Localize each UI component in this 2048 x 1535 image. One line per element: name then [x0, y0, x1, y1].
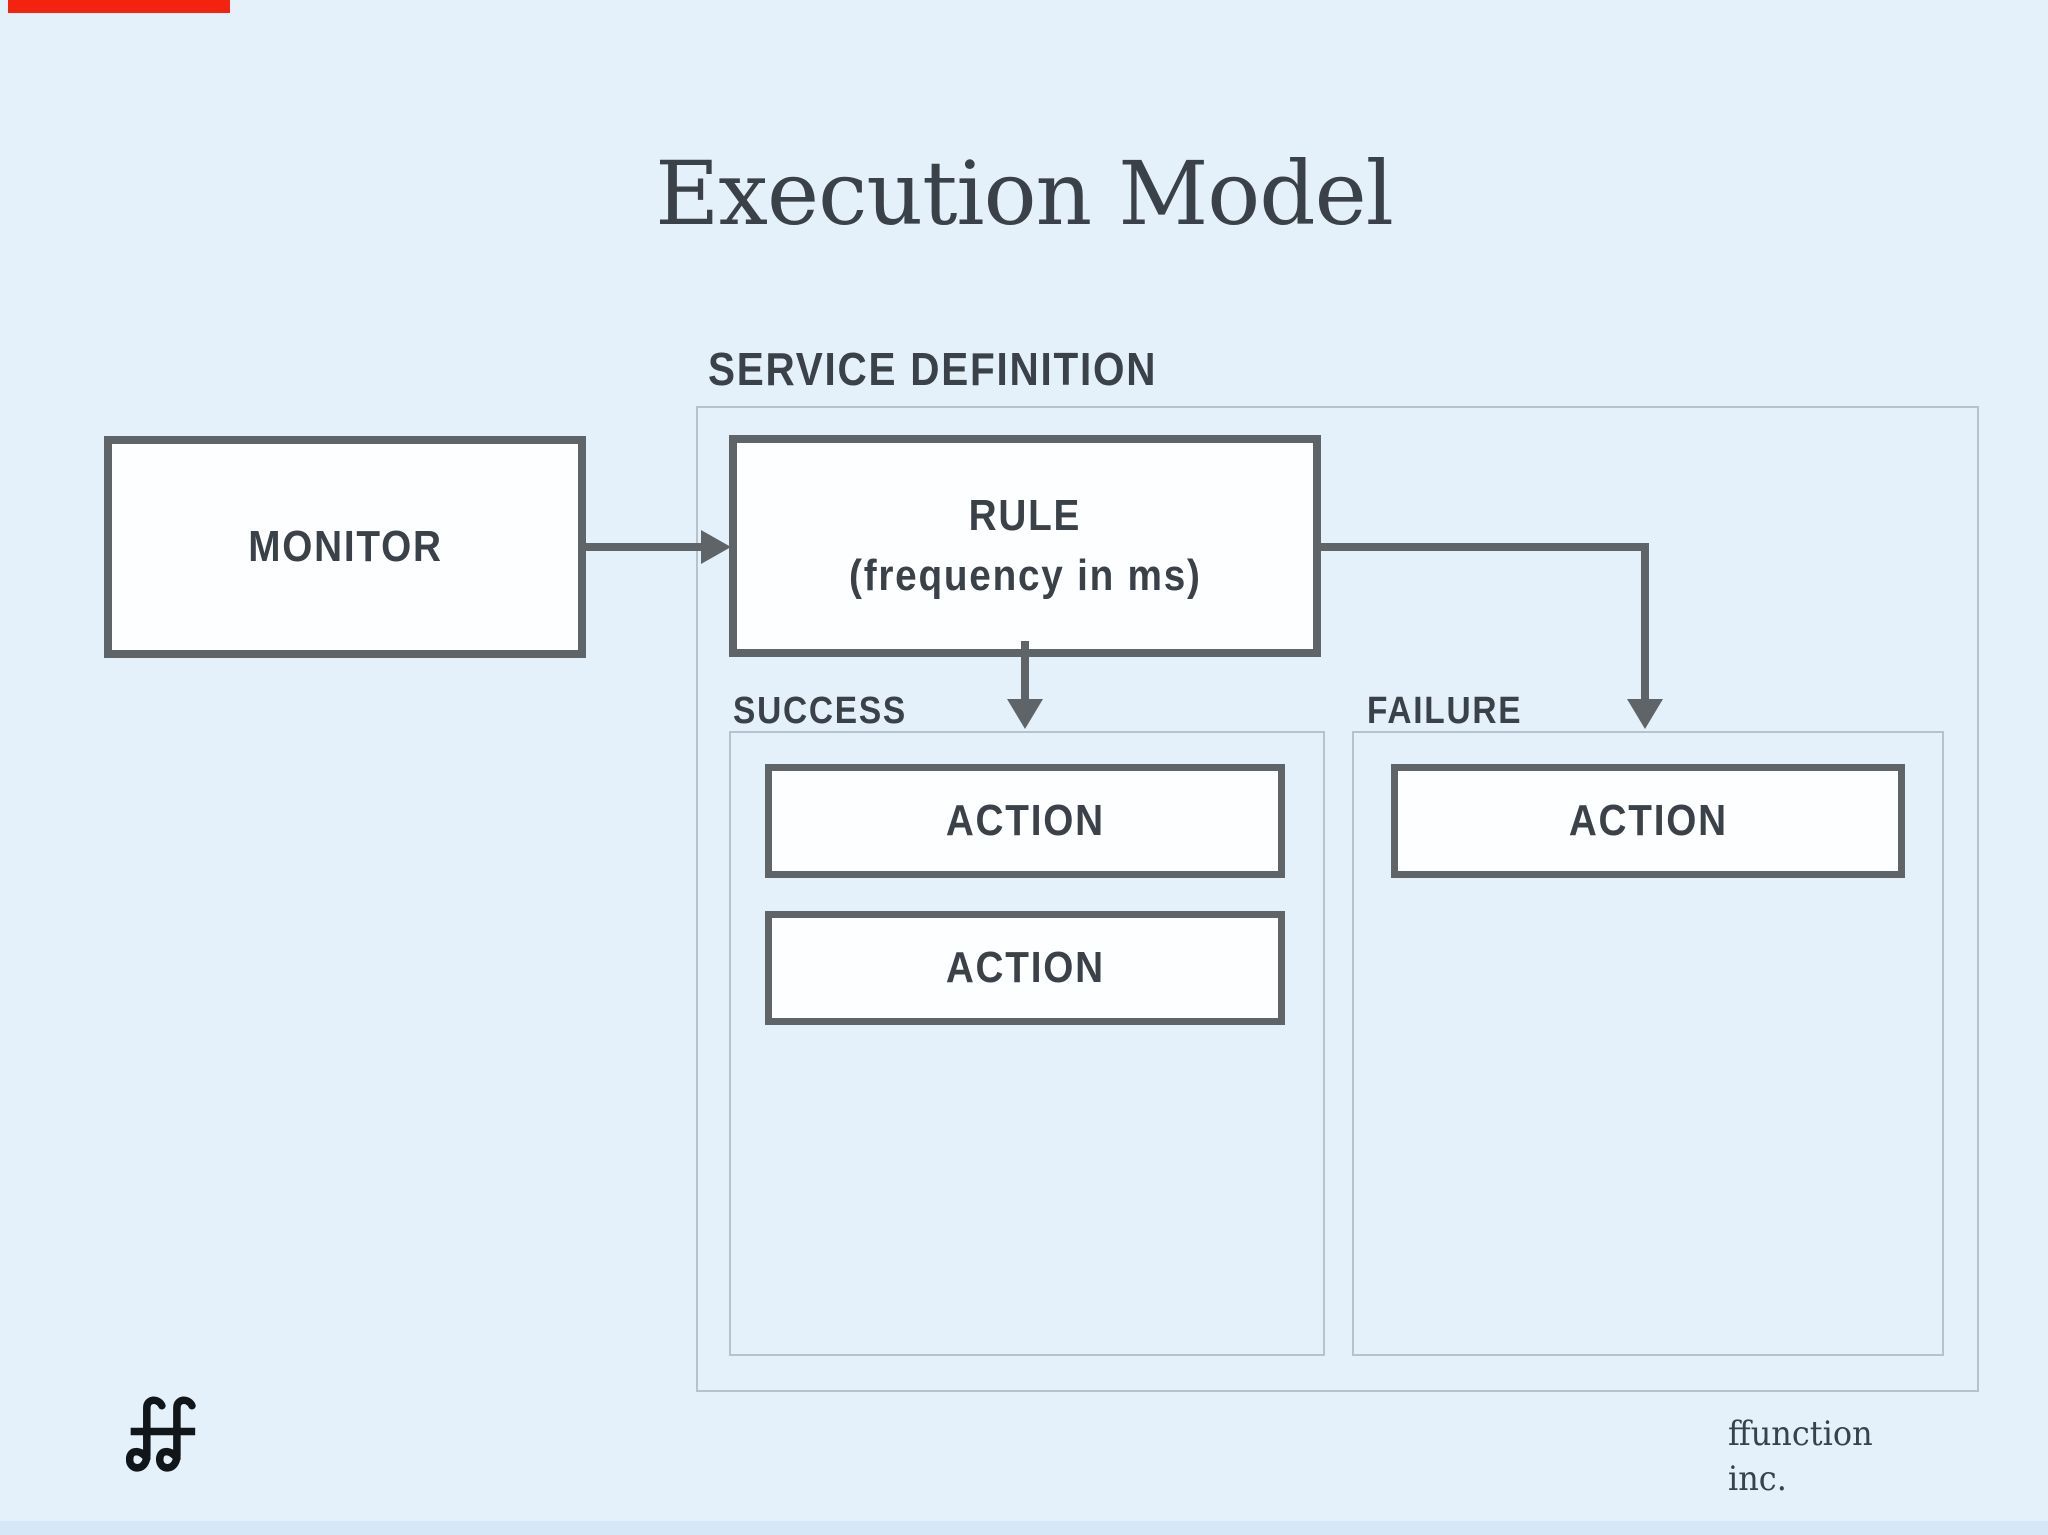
- arrow-line: [586, 543, 706, 551]
- success-container: [729, 731, 1325, 1356]
- arrow-line: [1641, 543, 1649, 701]
- arrow-head-right-icon: [701, 530, 731, 564]
- action-label: ACTION: [945, 796, 1105, 845]
- arrow-line: [1321, 543, 1649, 551]
- bottom-strip: [0, 1521, 2048, 1535]
- monitor-box: MONITOR: [104, 436, 586, 658]
- rule-box: RULE (frequency in ms): [729, 435, 1321, 657]
- action-label: ACTION: [945, 943, 1105, 992]
- monitor-label: MONITOR: [247, 522, 443, 571]
- footer-company-line2: inc.: [1728, 1459, 1787, 1499]
- success-action-box-1: ACTION: [765, 764, 1285, 878]
- arrow-line: [1021, 641, 1029, 701]
- rule-label: RULE: [968, 491, 1082, 540]
- service-definition-label: SERVICE DEFINITION: [708, 343, 1158, 395]
- rule-sublabel: (frequency in ms): [848, 551, 1202, 600]
- arrow-head-down-icon: [1627, 699, 1663, 729]
- service-definition-container: [696, 406, 1979, 1392]
- footer-company-name: ffunction inc.: [1728, 1412, 1873, 1502]
- action-label: ACTION: [1568, 796, 1728, 845]
- failure-container: [1352, 731, 1944, 1356]
- failure-label: FAILURE: [1367, 690, 1523, 732]
- page-title: Execution Model: [655, 142, 1394, 245]
- success-action-box-2: ACTION: [765, 911, 1285, 1025]
- success-label: SUCCESS: [733, 690, 907, 732]
- progress-bar: [8, 0, 230, 13]
- arrow-head-down-icon: [1007, 699, 1043, 729]
- ffunction-logo-icon: [126, 1396, 196, 1472]
- failure-action-box: ACTION: [1391, 764, 1905, 878]
- footer-company-line1: ffunction: [1728, 1414, 1873, 1454]
